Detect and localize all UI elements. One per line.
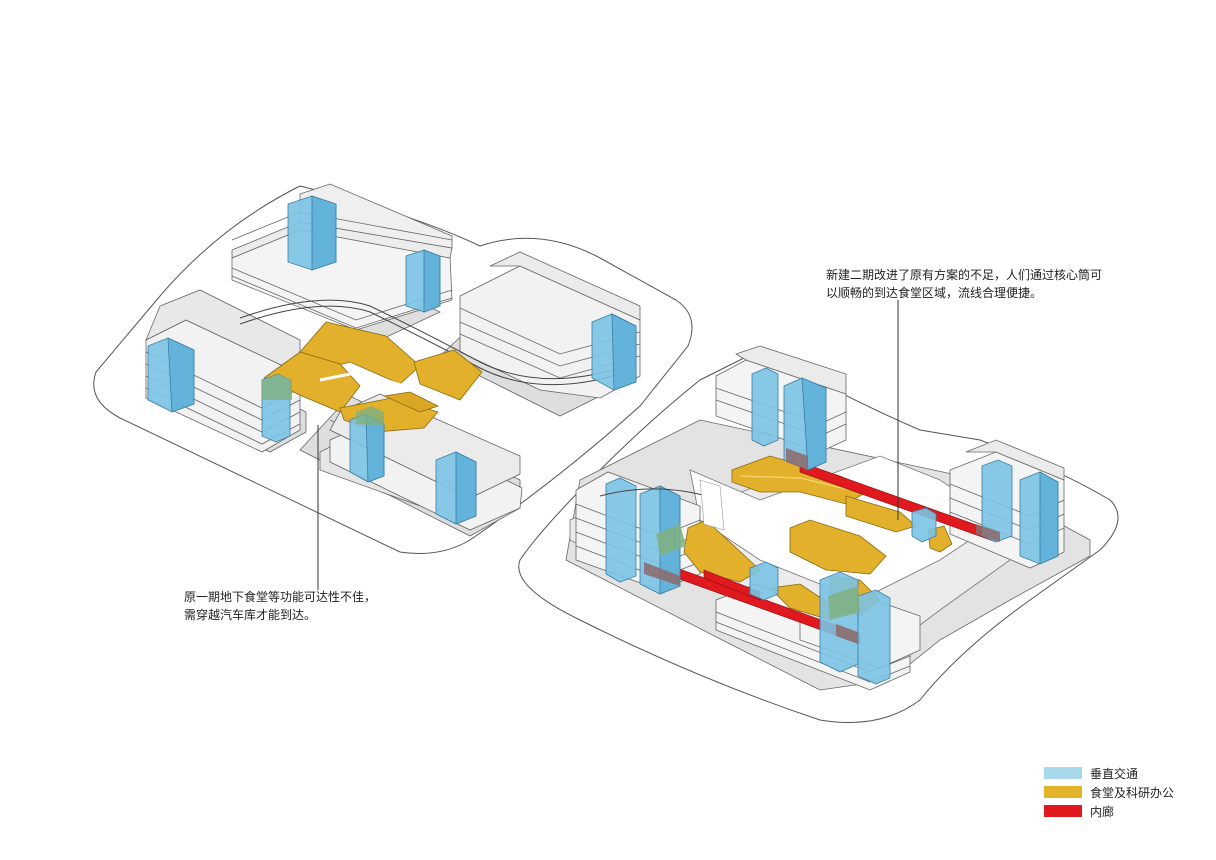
phase1-block-north (231, 183, 453, 331)
legend-label: 内廊 (1090, 804, 1115, 819)
annotation-right-line2: 以顺畅的到达食堂区域，流线合理便捷。 (826, 286, 1043, 300)
legend-item-vertical-traffic: 垂直交通 (1044, 764, 1174, 782)
legend-swatch (1044, 767, 1082, 779)
annotation-right-line1: 新建二期改进了原有方案的不足，人们通过核心筒可 (826, 268, 1103, 282)
legend-label: 食堂及科研办公 (1090, 785, 1175, 800)
annotation-right: 新建二期改进了原有方案的不足，人们通过核心筒可 以顺畅的到达食堂区域，流线合理便… (826, 266, 1126, 302)
phase1-complex (93, 183, 693, 590)
legend-item-canteen-office: 食堂及科研办公 (1044, 783, 1174, 801)
phase1-vertical-cores (147, 195, 637, 525)
legend: 垂直交通 食堂及科研办公 内廊 (1044, 764, 1174, 821)
annotation-left: 原一期地下食堂等功能可达性不佳， 需穿越汽车库才能到达。 (184, 588, 414, 624)
annotation-left-line2: 需穿越汽车库才能到达。 (184, 608, 317, 622)
legend-swatch (1044, 805, 1082, 817)
legend-label: 垂直交通 (1090, 766, 1139, 781)
phase2-complex (518, 300, 1119, 723)
legend-item-corridor: 内廊 (1044, 802, 1174, 820)
phase2-canteen-volumes (683, 455, 953, 621)
annotation-left-line1: 原一期地下食堂等功能可达性不佳， (184, 590, 377, 604)
legend-swatch (1044, 786, 1082, 798)
